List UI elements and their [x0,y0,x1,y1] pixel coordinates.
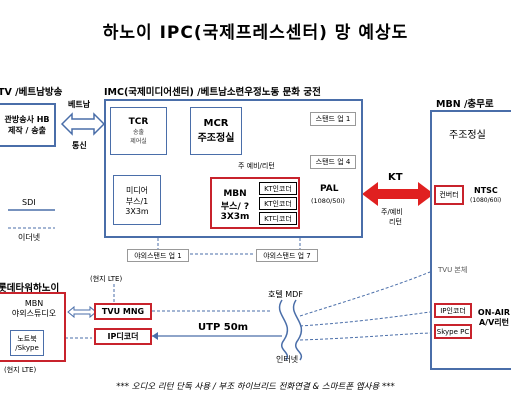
mcr-title2: 주조정실 [197,133,235,144]
standup-1: 스탠드 업 1 [310,112,356,126]
utp-arrow [152,332,282,340]
kt-link-arrow [362,182,434,206]
pal-label: PAL [320,184,339,194]
sdi-legend-label: SDI [22,198,36,207]
standup-4: 스탠드 업 4 [310,155,356,169]
mbn-converter: 컨버터 [434,185,464,205]
internet-wave [278,299,303,361]
kt-sub2: 리턴 [389,218,402,226]
mbn-booth-line1: MBN [223,188,247,199]
field-lte-top: (현지 LTE) [90,275,123,283]
lotte-lte-bottom: (현지 LTE) [4,366,37,374]
tvu-mng-box: TVU MNG [94,303,152,320]
mbn-master-control: 주조정실 [449,130,486,141]
kt-encoder-1: KT인코더 [259,182,297,195]
mcr-title1: MCR [203,118,229,129]
mbn-booth-box: MBN 부스/ ? 3X3m KT인코더 KT인코더 KT디코더 [210,177,300,229]
media-booth-box: 미디어 부스/1 3X3m [113,175,161,225]
mcr-box: MCR 주조정실 [190,107,242,155]
mbn-booth-line2: 부스/ ? [220,201,250,212]
mbn-booth-label: MBN 부스/ ? 3X3m [214,183,256,227]
lotte-studio-line2: 야외스튜디오 [11,309,57,318]
page-title: 하노이 IPC(국제프레스센터) 망 예상도 [102,23,409,43]
kt-encoder-2: KT인코더 [259,197,297,210]
ip-decoder-box: IP디코더 [94,328,152,345]
ntsc-sub: (1080/60i) [470,197,502,204]
vtv-header: TV /베트남방송 [0,87,63,98]
outdoor-standup-7: 야외스탠드 업 7 [256,249,318,262]
sdi-legend-lines [8,209,55,229]
backup-return-label: 주 예비/리턴 [238,162,275,170]
footnote: *** 오디오 리턴 단독 사용 / 부조 하이브리드 전화연결 & 스마트폰 … [116,382,395,392]
imc-header: IMC(국제미디어센터) /베트남소련우정노동 문화 궁전 [104,87,321,98]
lotte-studio-label: MBN 야외스튜디오 [6,299,62,319]
vtv-box: 관방송사 HB 제작 / 송출 [0,103,56,147]
utp-label: UTP 50m [198,322,249,333]
tcr-sub1: 송출 [132,129,145,136]
vtv-link-arrow [60,112,106,136]
ntsc-label: NTSC [474,186,498,195]
vtv-line2: 제작 / 송출 [8,126,46,135]
mbn-header: MBN /충무로 [436,99,494,110]
onair-label: ON-AIR A/V리턴 [474,308,511,328]
media-booth-line2: 부스/1 [125,196,149,206]
onair-line1: ON-AIR [477,308,511,317]
tcr-box: TCR 송출 제어실 [110,107,167,155]
kt-decoder: KT디코더 [259,212,297,225]
kt-label: KT [388,172,403,183]
notebook-skype-box: 노트북 /Skype [10,330,44,356]
studio-tvu-arrow [67,305,97,319]
tcr-sub2: 제어실 [130,138,147,145]
lotte-header: 롯데타워하노이 [0,283,60,294]
vtv-link-top: 베트남 [68,100,91,109]
lotte-studio-box: MBN 야외스튜디오 노트북 /Skype [0,292,66,362]
mbn-booth-line3: 3X3m [220,211,250,222]
tvu-main-label: TVU 본체 [438,266,468,274]
onair-line2: A/V리턴 [478,318,510,327]
vtv-line1: 관방송사 HB [4,115,50,124]
mbn-skype-pc: Skype PC [434,324,472,339]
notebook-line2: /Skype [15,344,39,352]
media-booth-line3: 3X3m [125,206,149,216]
media-booth-line1: 미디어 [125,185,149,195]
pal-sub: (1080/50i) [311,197,345,205]
tcr-title: TCR [128,117,149,127]
ethernet-legend-label: 이더넷 [18,233,41,242]
outdoor-standup-1: 야외스탠드 업 1 [127,249,189,262]
mbn-ip-encoder: IP인코더 [434,303,472,318]
kt-sub1: 주/예비 [381,208,403,216]
notebook-line1: 노트북 [17,335,37,343]
internet-label: 인터넷 [276,355,299,364]
vtv-link-bottom: 통신 [72,141,87,150]
imc-outdoor-lines [157,238,301,255]
hotel-mdf-label: 호텔 MDF [268,290,303,299]
lotte-studio-line1: MBN [24,299,44,308]
tvu-curve [299,271,431,341]
